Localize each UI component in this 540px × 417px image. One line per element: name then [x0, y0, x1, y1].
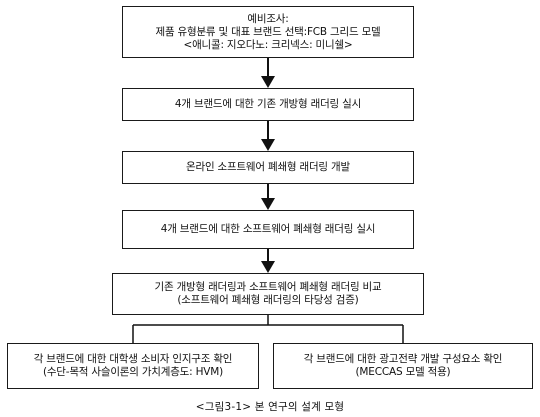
figure-caption: <그림3-1> 본 연구의 설계 모형	[195, 401, 345, 413]
branch-ad-strategy: 각 브랜드에 대한 광고전략 개발 구성요소 확인 (MECCAS 모델 적용)	[273, 343, 533, 389]
step-5-line-1: 기존 개방형 래더링과 소프트웨어 폐쇄형 래더링 비교	[154, 281, 382, 293]
branch-right-line-2: (MECCAS 모델 적용)	[355, 366, 451, 378]
step-1-line-2: 제품 유형분류 및 대표 브랜드 선택:FCB 그리드 모델	[155, 25, 381, 38]
step-1-line-1: 예비조사:	[247, 12, 289, 25]
step-closed-laddering: 4개 브랜드에 대한 소프트웨어 폐쇄형 래더링 실시	[122, 210, 414, 249]
step-preliminary-survey: 예비조사: 제품 유형분류 및 대표 브랜드 선택:FCB 그리드 모델 <애니…	[122, 6, 414, 58]
branch-left-line-1: 각 브랜드에 대한 대학생 소비자 인지구조 확인	[33, 353, 233, 365]
branch-right-line-1: 각 브랜드에 대한 광고전략 개발 구성요소 확인	[303, 353, 503, 365]
arrowhead-step3-step4	[261, 198, 275, 210]
branch-left-line-2: (수단-목적 사슬이론의 가치계층도: HVM)	[42, 366, 224, 378]
step-open-laddering: 4개 브랜드에 대한 기존 개방형 래더링 실시	[122, 88, 414, 121]
branch-consumer-cognition: 각 브랜드에 대한 대학생 소비자 인지구조 확인 (수단-목적 사슬이론의 가…	[7, 343, 259, 389]
step-4-line-1: 4개 브랜드에 대한 소프트웨어 폐쇄형 래더링 실시	[160, 223, 376, 235]
step-5-line-2: (소프트웨어 폐쇄형 래더링의 타당성 검증)	[177, 294, 359, 306]
step-comparison: 기존 개방형 래더링과 소프트웨어 폐쇄형 래더링 비교 (소프트웨어 폐쇄형 …	[112, 273, 424, 315]
arrowhead-step2-step3	[261, 139, 275, 151]
step-2-line-1: 4개 브랜드에 대한 기존 개방형 래더링 실시	[174, 98, 362, 110]
arrowhead-step4-step5	[261, 261, 275, 273]
step-3-line-1: 온라인 소프트웨어 폐쇄형 래더링 개발	[186, 161, 350, 173]
step-1-line-3: <애니콜: 지오다노: 크리넥스: 미니쉘>	[183, 38, 353, 51]
arrowhead-step1-step2	[261, 76, 275, 88]
step-software-development: 온라인 소프트웨어 폐쇄형 래더링 개발	[122, 151, 414, 184]
